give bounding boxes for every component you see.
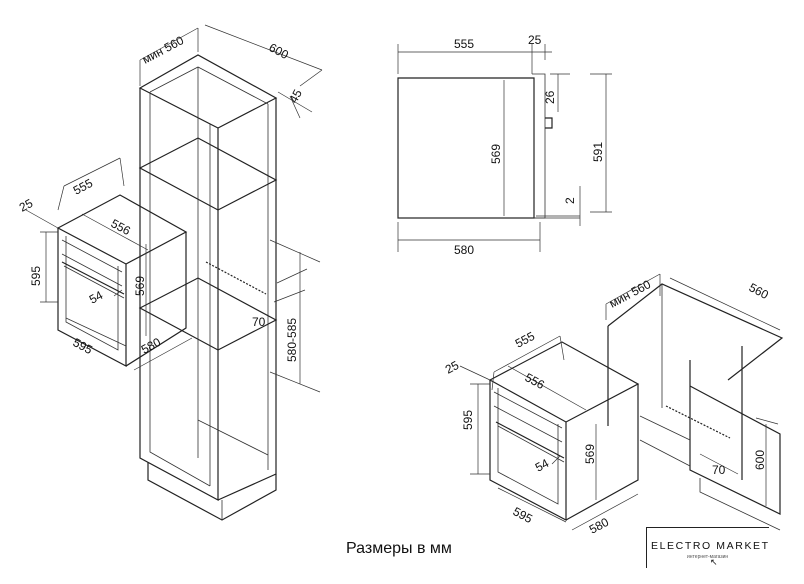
undercounter-cabinet-width-label: мин 560	[607, 277, 654, 311]
column-niche-opening-label: 70	[252, 315, 266, 329]
side-view-depth-label: 555	[454, 37, 474, 51]
undercounter-oven-width-label: 555	[513, 329, 538, 351]
logo-name: ELECTRO MARKET	[651, 540, 770, 552]
column-oven-dimensions	[25, 157, 193, 371]
side-view-top-label: 26	[543, 90, 557, 104]
side-view	[397, 44, 612, 252]
dimensions-caption: Размеры в мм	[346, 540, 452, 557]
logo-tagline: интернет-магазин	[687, 554, 729, 560]
undercounter-oven-handle-label: 54	[533, 456, 552, 475]
column-oven-inner-width-label: 556	[109, 216, 134, 238]
column-oven-front-depth-label: 25	[17, 196, 36, 215]
dimension-labels: мин 560 600 45 70 580-585 555 25 556 595…	[17, 33, 771, 537]
undercounter-height-label: 600	[753, 450, 767, 470]
column-oven-width-label: 555	[71, 176, 96, 198]
undercounter-cabinet-depth-label: 560	[747, 280, 772, 302]
side-view-height-label: 569	[489, 144, 503, 164]
column-oven-handle-label: 54	[87, 288, 106, 307]
undercounter-oven-depth-label: 580	[587, 515, 612, 537]
column-cabinet-dimensions	[139, 24, 323, 393]
side-view-total-height-label: 591	[591, 142, 605, 162]
column-oven-depth-label: 580	[139, 335, 164, 357]
undercounter-cabinet	[605, 273, 784, 531]
undercounter-oven	[459, 335, 640, 531]
column-cabinet	[138, 54, 278, 521]
column-oven-inner-height-label: 569	[133, 276, 147, 296]
column-cabinet-width-label: мин 560	[140, 33, 187, 67]
side-view-gap-label: 2	[563, 197, 577, 204]
column-oven-height-label: 595	[29, 266, 43, 286]
undercounter-oven-height-label: 595	[461, 410, 475, 430]
column-cabinet-back-label: 45	[286, 87, 305, 106]
undercounter-oven-inner-width-label: 556	[523, 370, 548, 392]
electro-market-logo: ELECTRO MARKET интернет-магазин ↖	[646, 527, 769, 568]
column-niche-height-label: 580-585	[285, 318, 299, 362]
column-oven	[56, 194, 188, 367]
column-cabinet-depth-label: 600	[267, 40, 292, 62]
undercounter-oven-front-width-label: 595	[511, 504, 536, 526]
cursor-arrow-icon: ↖	[710, 557, 718, 567]
undercounter-oven-inner-height-label: 569	[583, 444, 597, 464]
side-view-total-depth-label: 580	[454, 243, 474, 257]
side-view-panel-label: 25	[528, 33, 542, 47]
undercounter-opening-label: 70	[712, 463, 726, 477]
undercounter-oven-front-depth-label: 25	[443, 358, 462, 377]
